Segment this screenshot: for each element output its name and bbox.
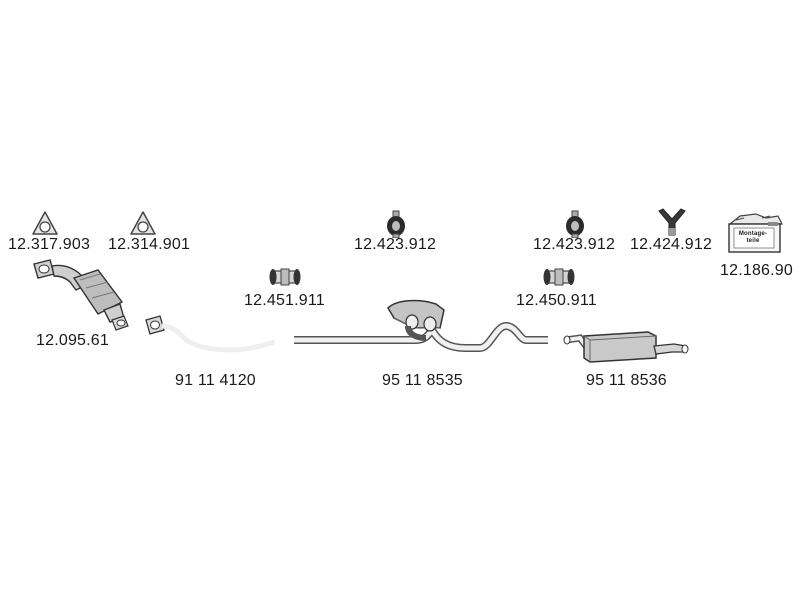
clamp-1-icon (269, 268, 301, 286)
rubber-mount-2-label: 12.423.912 (533, 236, 616, 253)
gasket-1-icon (32, 211, 58, 235)
rear-silencer-icon (563, 331, 689, 363)
mounting-kit-box-icon (728, 213, 783, 253)
catalytic-converter-label: 12.095.61 (36, 332, 109, 349)
gasket-2-label: 12.314.901 (108, 236, 191, 253)
gasket-1-label: 12.317.903 (8, 236, 91, 253)
rubber-mount-1-icon (387, 210, 405, 238)
front-pipe-label: 91 11 4120 (175, 372, 256, 389)
rubber-mount-1-label: 12.423.912 (354, 236, 437, 253)
rubber-mount-2-icon (566, 210, 584, 238)
gasket-2-icon (130, 211, 156, 235)
mounting-kit-label: 12.186.90 (720, 262, 793, 279)
clamp-1-label: 12.451.911 (244, 292, 325, 309)
middle-silencer-icon (294, 299, 548, 352)
middle-silencer-label: 95 11 8535 (382, 372, 463, 389)
front-pipe-icon (145, 315, 275, 353)
catalytic-converter-icon (33, 259, 129, 331)
rear-silencer-label: 95 11 8536 (586, 372, 667, 389)
clamp-2-label: 12.450.911 (516, 292, 597, 309)
clamp-2-icon (543, 268, 575, 286)
rubber-mount-3-label: 12.424.912 (630, 236, 713, 253)
mounting-kit-box-text: Montage-teile (738, 231, 768, 244)
rubber-mount-3-icon (658, 208, 686, 236)
